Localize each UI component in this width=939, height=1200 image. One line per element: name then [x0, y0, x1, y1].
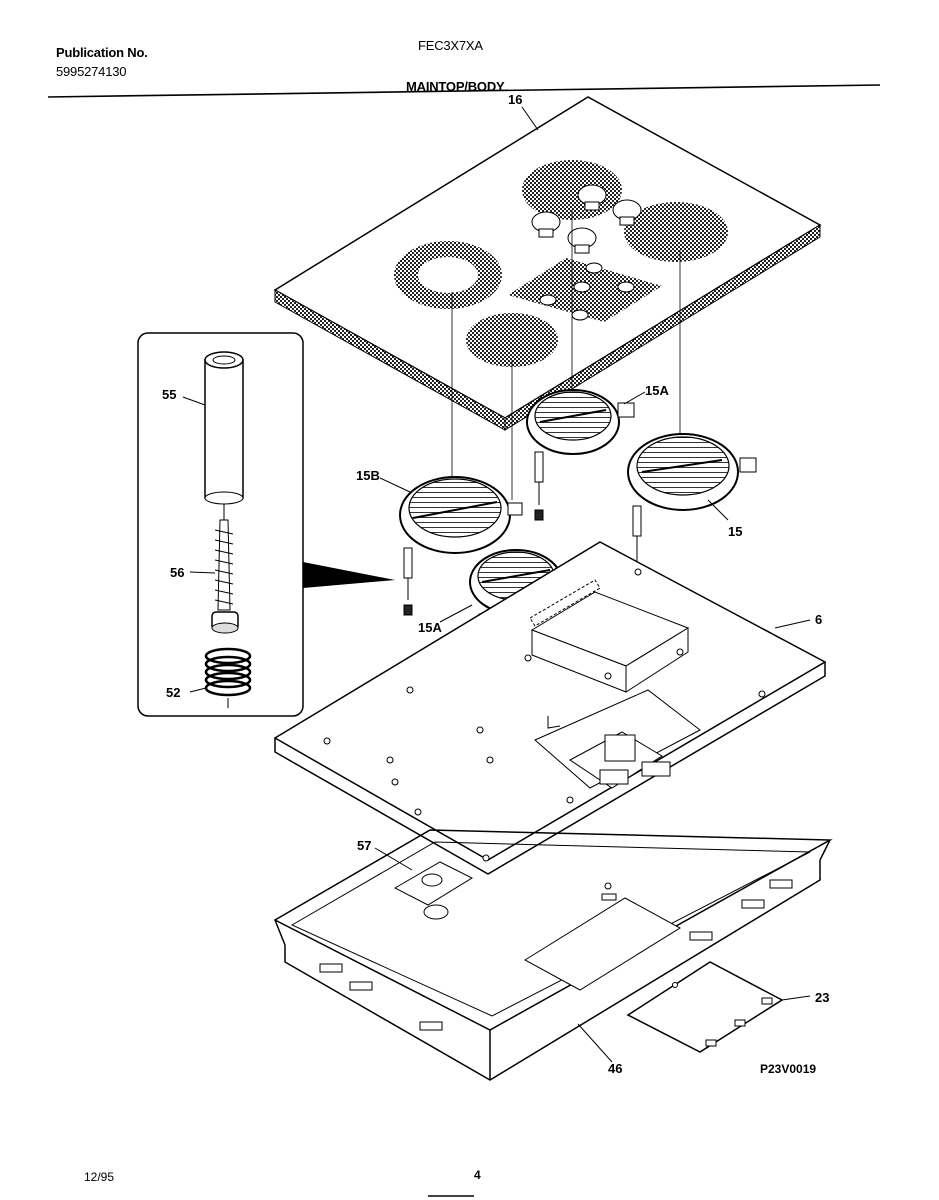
right-burner-zone: [624, 202, 728, 262]
front-burner-zone: [466, 313, 558, 367]
callout-56: 56: [170, 565, 184, 580]
inner-top-body: [273, 541, 827, 875]
callout-16: 16: [508, 92, 522, 107]
cover-plate-23: [626, 961, 784, 1053]
footer-date: 12/95: [84, 1170, 115, 1184]
callout-55: 55: [162, 387, 176, 402]
spring-52-icon: [204, 647, 252, 697]
glass-maintop: [273, 96, 822, 431]
inset-detail-box: [137, 332, 304, 717]
callout-15A-top: 15A: [645, 383, 669, 398]
callout-15B: 15B: [356, 468, 380, 483]
inset-pointer-arrow: [303, 562, 395, 588]
control-knob-icon: [531, 184, 642, 254]
bracket-57: [393, 861, 474, 920]
callout-23: 23: [815, 990, 829, 1005]
heating-element-15B: [399, 476, 523, 554]
outer-body-pan: [273, 829, 833, 1081]
publication-number: 5995274130: [56, 64, 127, 79]
screw-56-icon: [211, 519, 239, 634]
callout-46: 46: [608, 1061, 622, 1076]
header-rule: [47, 84, 881, 98]
callout-52: 52: [166, 685, 180, 700]
callout-15A-bottom: 15A: [418, 620, 442, 635]
page-number: 4: [474, 1168, 481, 1182]
publication-label: Publication No.: [56, 45, 148, 60]
callout-57: 57: [357, 838, 371, 853]
callout-15: 15: [728, 524, 742, 539]
heating-element-15: [627, 433, 757, 511]
model-number: FEC3X7XA: [418, 38, 483, 53]
heating-element-15A-top: [526, 389, 635, 455]
drawing-code: P23V0019: [760, 1062, 816, 1076]
callout-6: 6: [815, 612, 822, 627]
